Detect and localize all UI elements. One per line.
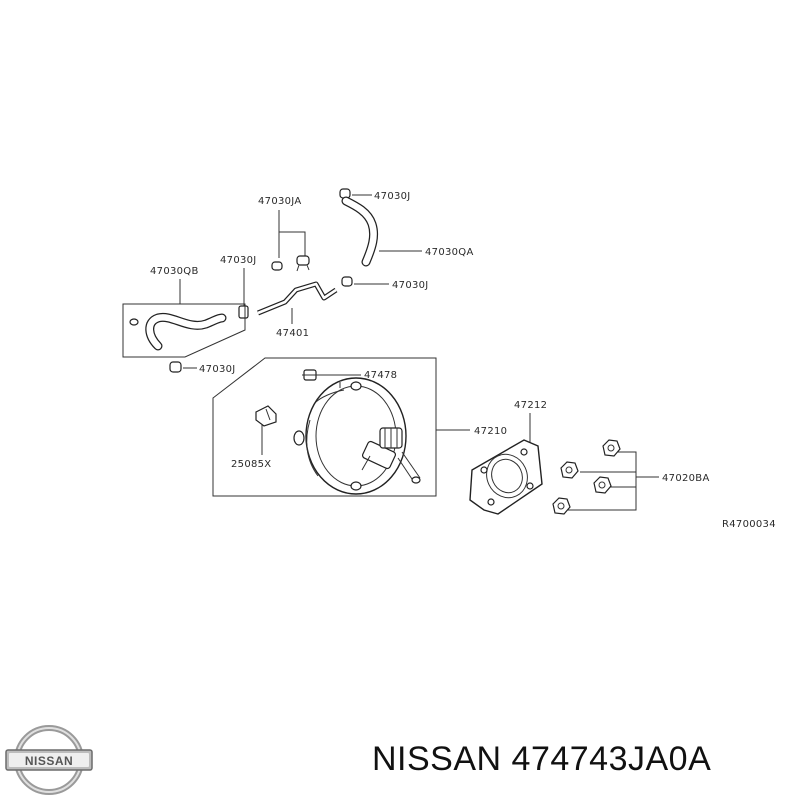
label-47030qa: 47030QA bbox=[425, 247, 474, 258]
leader-47020ba-bracket bbox=[568, 451, 637, 511]
clamp-small bbox=[129, 318, 139, 326]
box-47030qb bbox=[122, 303, 246, 358]
box-booster bbox=[212, 357, 437, 497]
nut-47020ba-3 bbox=[593, 476, 612, 494]
brake-booster bbox=[293, 377, 421, 495]
nut-47020ba-4 bbox=[552, 497, 571, 515]
part-number-caption: NISSAN 474743JA0A bbox=[372, 740, 712, 778]
nut-47020ba-1 bbox=[602, 439, 621, 457]
label-47030ja: 47030JA bbox=[258, 196, 302, 207]
label-47030qb: 47030QB bbox=[150, 266, 199, 277]
label-47030j-mid: 47030J bbox=[220, 255, 257, 266]
gasket-47212 bbox=[469, 439, 543, 515]
label-47030j-top: 47030J bbox=[374, 191, 411, 202]
logo-wordmark: NISSAN bbox=[25, 754, 73, 768]
label-47030j-right: 47030J bbox=[392, 280, 429, 291]
label-47212: 47212 bbox=[514, 400, 547, 411]
nissan-logo: NISSAN bbox=[5, 725, 93, 795]
clamp-47030j-right bbox=[341, 276, 353, 287]
clamp-47030ja-b bbox=[271, 261, 283, 271]
clamp-47030j-mid bbox=[238, 305, 249, 319]
clamp-47030ja-a bbox=[296, 255, 310, 272]
label-47210: 47210 bbox=[474, 426, 507, 437]
label-47020ba: 47020BA bbox=[662, 473, 710, 484]
nut-47020ba-2 bbox=[560, 461, 579, 479]
label-25085x: 25085X bbox=[231, 459, 271, 470]
label-47478: 47478 bbox=[364, 370, 397, 381]
label-47401: 47401 bbox=[276, 328, 309, 339]
leader-47030ja bbox=[278, 210, 306, 258]
switch-25085x bbox=[255, 405, 277, 427]
diagram-reference-code: R4700034 bbox=[722, 519, 776, 530]
label-47030j-low: 47030J bbox=[199, 364, 236, 375]
clamp-47030j-low bbox=[169, 361, 182, 373]
valve-47478 bbox=[302, 369, 318, 381]
